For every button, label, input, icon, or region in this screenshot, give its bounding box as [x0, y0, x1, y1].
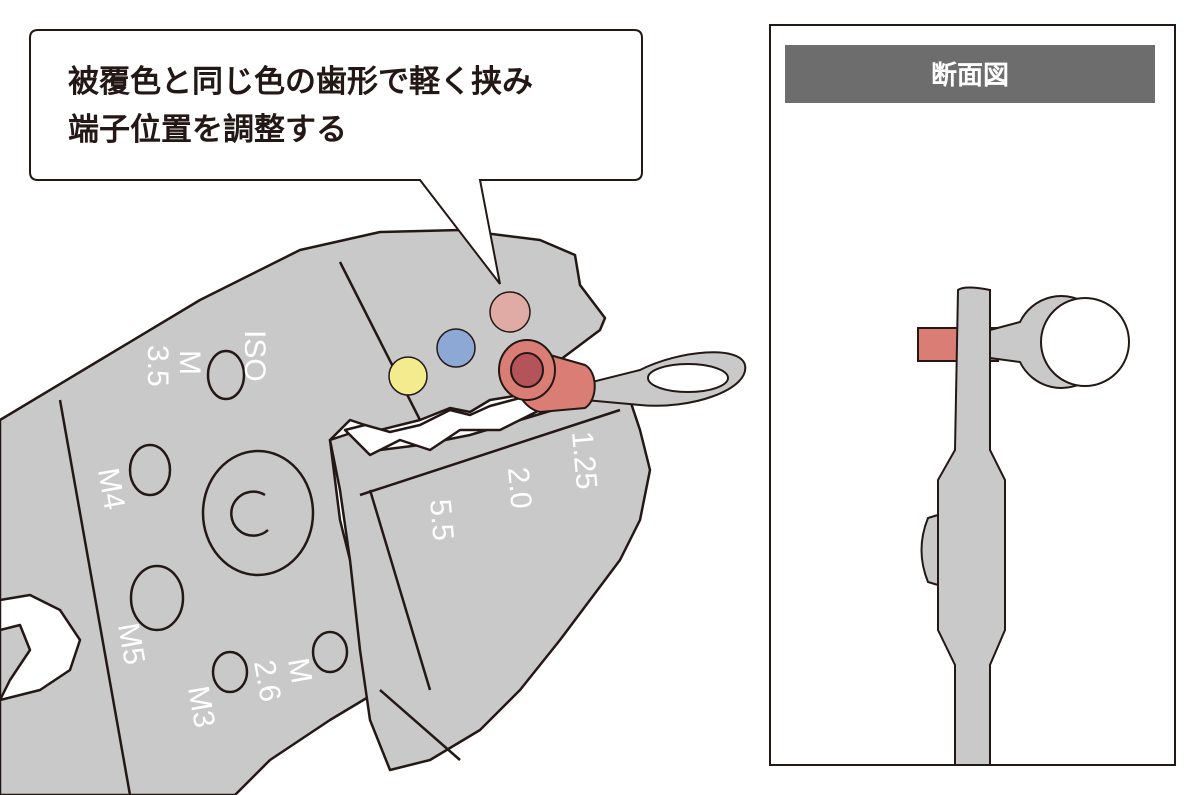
label-m3: M3 [181, 683, 221, 730]
cross-section-panel: 断面図 [769, 24, 1176, 766]
cross-section-header [785, 45, 1155, 103]
hole-m35 [206, 349, 246, 401]
label-m5: M5 [111, 620, 151, 667]
label-iso: ISO [238, 330, 271, 382]
callout-line-1: 被覆色と同じ色の歯形で軽く挟み [68, 64, 533, 100]
cross-section-title: 断面図 [931, 60, 1009, 91]
label-m26-a: M [281, 655, 318, 685]
tool-lower-jaw [328, 393, 652, 772]
pivot [201, 449, 315, 577]
die-red [489, 291, 531, 333]
hole-m26 [211, 650, 249, 694]
label-m35-b: 3.5 [141, 345, 174, 387]
stripper-gap [0, 593, 82, 702]
label-size-125: 1.25 [565, 430, 603, 491]
label-m26-b: 2.6 [247, 657, 287, 704]
hole-m5 [129, 564, 185, 632]
hole-m3 [311, 630, 349, 674]
label-m4: M4 [91, 465, 131, 512]
label-size-20: 2.0 [501, 466, 538, 510]
callout: 被覆色と同じ色の歯形で軽く挟み 端子位置を調整する [29, 29, 643, 285]
label-size-55: 5.5 [423, 498, 460, 542]
hole-m4 [128, 443, 172, 497]
callout-line-2: 端子位置を調整する [68, 112, 347, 148]
label-m35-a: M [173, 350, 206, 375]
section-tool [937, 286, 1006, 766]
crimping-tool [0, 228, 747, 795]
die-yellow [388, 356, 428, 396]
die-blue [436, 328, 476, 368]
